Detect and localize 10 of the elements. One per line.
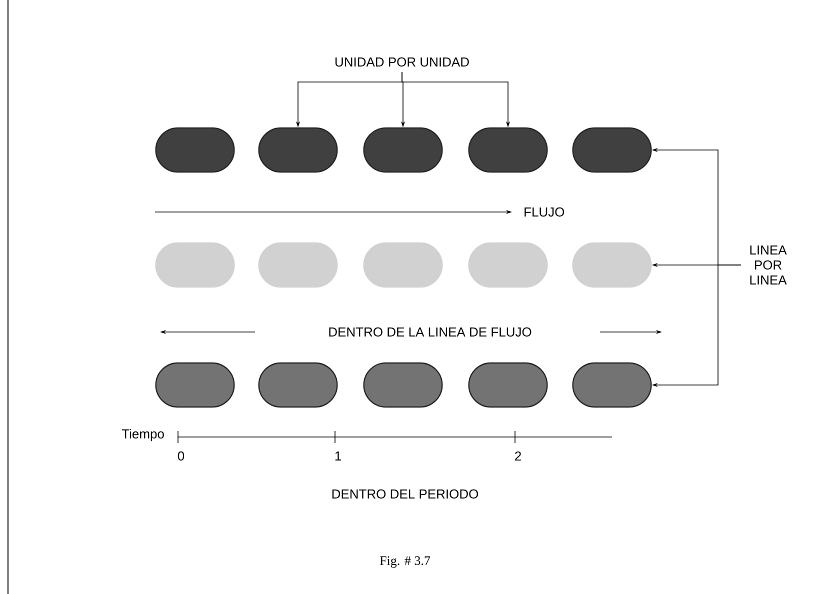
- text-label: FLUJO: [524, 207, 564, 217]
- text-label: LINEA POR LINEA: [750, 246, 787, 284]
- caption: Fig. # 3.7: [380, 556, 430, 568]
- text-label: DENTRO DE LA LINEA DE FLUJO: [329, 327, 532, 337]
- text-label: UNIDAD POR UNIDAD: [335, 57, 469, 67]
- tick-label: 2: [515, 451, 521, 461]
- tick-label: 1: [335, 452, 341, 460]
- text-label: DENTRO DEL PERIODO: [332, 489, 478, 499]
- tick-label: 0: [178, 451, 184, 461]
- axis-label: Tiempo: [122, 428, 164, 442]
